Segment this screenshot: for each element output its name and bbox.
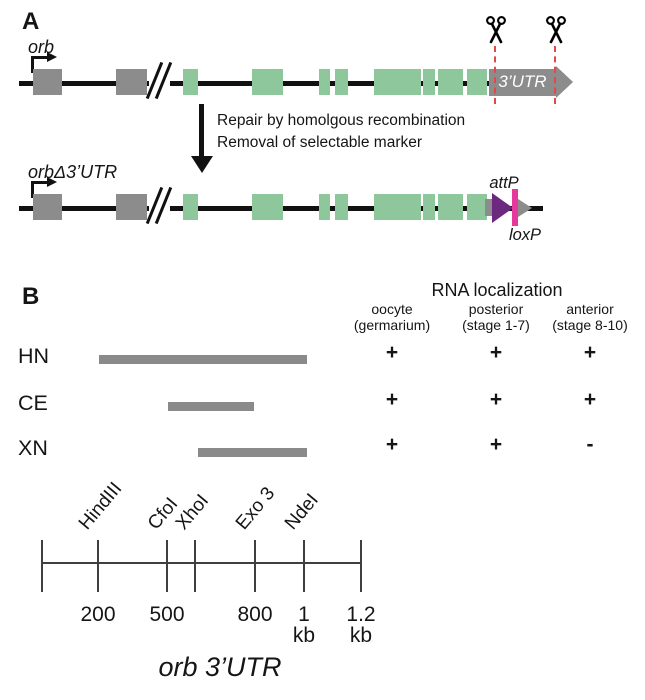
promoter-arrow	[31, 181, 34, 198]
localization-cell: +	[489, 433, 503, 456]
row-label-xn: XN	[18, 436, 48, 460]
ruler-tick	[97, 540, 99, 592]
loxp-label: loxP	[508, 226, 542, 244]
row-label-hn: HN	[18, 344, 50, 368]
row-label-ce: CE	[18, 391, 48, 415]
promoter-arrowhead	[47, 176, 57, 187]
utr-arrow-body: 3’UTR	[489, 69, 556, 96]
exon-green	[467, 194, 487, 220]
localization-cell: -	[586, 433, 594, 456]
ruler-tick	[41, 540, 43, 592]
gene-name-orb-delta-utr: orbΔ3’UTR	[28, 162, 118, 182]
scissors-icon	[486, 16, 506, 44]
ruler-line	[42, 562, 362, 564]
exon-green	[438, 69, 463, 95]
localization-cell: +	[489, 341, 503, 364]
fragment-bar-ce	[168, 402, 254, 411]
exon-green	[183, 69, 198, 95]
ruler-tick-label: 1.2 kb	[331, 604, 391, 646]
enzyme-label-exo3: Exo 3	[231, 483, 280, 534]
ruler-tick-label: 200	[68, 604, 128, 625]
column-header-line: (stage 1-7)	[462, 316, 530, 333]
exon-green	[374, 194, 421, 220]
tick-unit: kb	[349, 624, 373, 647]
exon-gray	[33, 69, 62, 95]
exon-green	[423, 69, 435, 95]
ruler-caption: orb 3’UTR	[158, 652, 282, 682]
column-header-anterior: anterior (stage 8-10)	[528, 301, 645, 333]
column-header-line: anterior	[566, 301, 614, 317]
localization-cell: +	[583, 388, 597, 411]
exon-green	[183, 194, 198, 220]
exon-gray	[116, 69, 147, 95]
column-header-line: posterior	[468, 301, 524, 317]
step-description: Repair by homolgous recombination Remova…	[217, 110, 465, 153]
exon-green	[319, 69, 330, 95]
enzyme-label-xhoi: XhoI	[171, 490, 214, 534]
attp-triangle	[492, 193, 513, 223]
tick-unit: kb	[292, 624, 316, 647]
exon-green	[438, 194, 463, 220]
ruler-tick	[360, 540, 362, 592]
scissors-icon	[546, 16, 566, 44]
exon-gray	[33, 194, 62, 220]
column-header-posterior: posterior (stage 1-7)	[434, 301, 558, 333]
gene-diagram-orb-delta-utr: orbΔ3’UTR attP loxP	[0, 125, 645, 250]
loxp-bar	[512, 189, 518, 226]
tick-value: 800	[237, 603, 273, 626]
cut-line	[554, 46, 556, 104]
enzyme-label-ndei: NdeI	[280, 489, 323, 534]
downstream-triangle	[518, 198, 532, 217]
cut-line	[494, 46, 496, 104]
exon-green	[335, 69, 348, 95]
gene-diagram-orb: orb 3’UTR	[0, 0, 645, 125]
localization-cell: +	[385, 341, 399, 364]
promoter-arrow	[31, 56, 49, 59]
exon-green	[252, 69, 283, 95]
step-line-1: Repair by homolgous recombination	[217, 112, 466, 129]
exon-green	[374, 69, 421, 95]
fragment-bar-xn	[198, 448, 307, 457]
tick-value: 200	[80, 603, 116, 626]
column-header-line: oocyte	[371, 301, 413, 317]
tick-value: 1.2	[346, 603, 376, 626]
exon-green	[335, 194, 348, 220]
exon-green	[252, 194, 283, 220]
enzyme-label-hindiii: HindIII	[74, 478, 127, 534]
exon-green	[467, 69, 487, 95]
recombination-arrowhead	[190, 156, 213, 173]
promoter-arrow	[31, 56, 34, 73]
ruler-tick	[194, 540, 196, 592]
rna-localization-title: RNA localization	[431, 280, 563, 300]
step-line-2: Removal of selectable marker	[217, 133, 423, 151]
promoter-arrow	[31, 181, 49, 184]
exon-gray	[116, 194, 147, 220]
localization-cell: +	[385, 433, 399, 456]
tick-value: 1	[298, 603, 310, 626]
column-header-line: (stage 8-10)	[552, 316, 628, 333]
ruler-tick	[166, 540, 168, 592]
exon-green	[319, 194, 330, 220]
ruler-tick-label: 500	[137, 604, 197, 625]
utr-arrow-head	[556, 66, 573, 98]
localization-cell: +	[489, 388, 503, 411]
panel-b-label: B	[22, 283, 40, 310]
utr-remnant	[485, 199, 494, 216]
localization-cell: +	[385, 388, 399, 411]
ruler-tick	[303, 540, 305, 592]
localization-cell: +	[583, 341, 597, 364]
tick-value: 500	[149, 603, 185, 626]
ruler-tick-label: 1 kb	[274, 604, 334, 646]
promoter-arrowhead	[47, 51, 57, 62]
recombination-arrow	[199, 104, 204, 158]
panel-a-label: A	[22, 8, 40, 35]
column-header-oocyte: oocyte (germarium)	[330, 301, 454, 333]
ruler-tick	[254, 540, 256, 592]
column-header-line: (germarium)	[353, 316, 431, 333]
fragment-bar-hn	[99, 355, 307, 364]
attp-label: attP	[489, 174, 519, 192]
ruler-tick-label: 800	[225, 604, 285, 625]
exon-green	[423, 194, 435, 220]
